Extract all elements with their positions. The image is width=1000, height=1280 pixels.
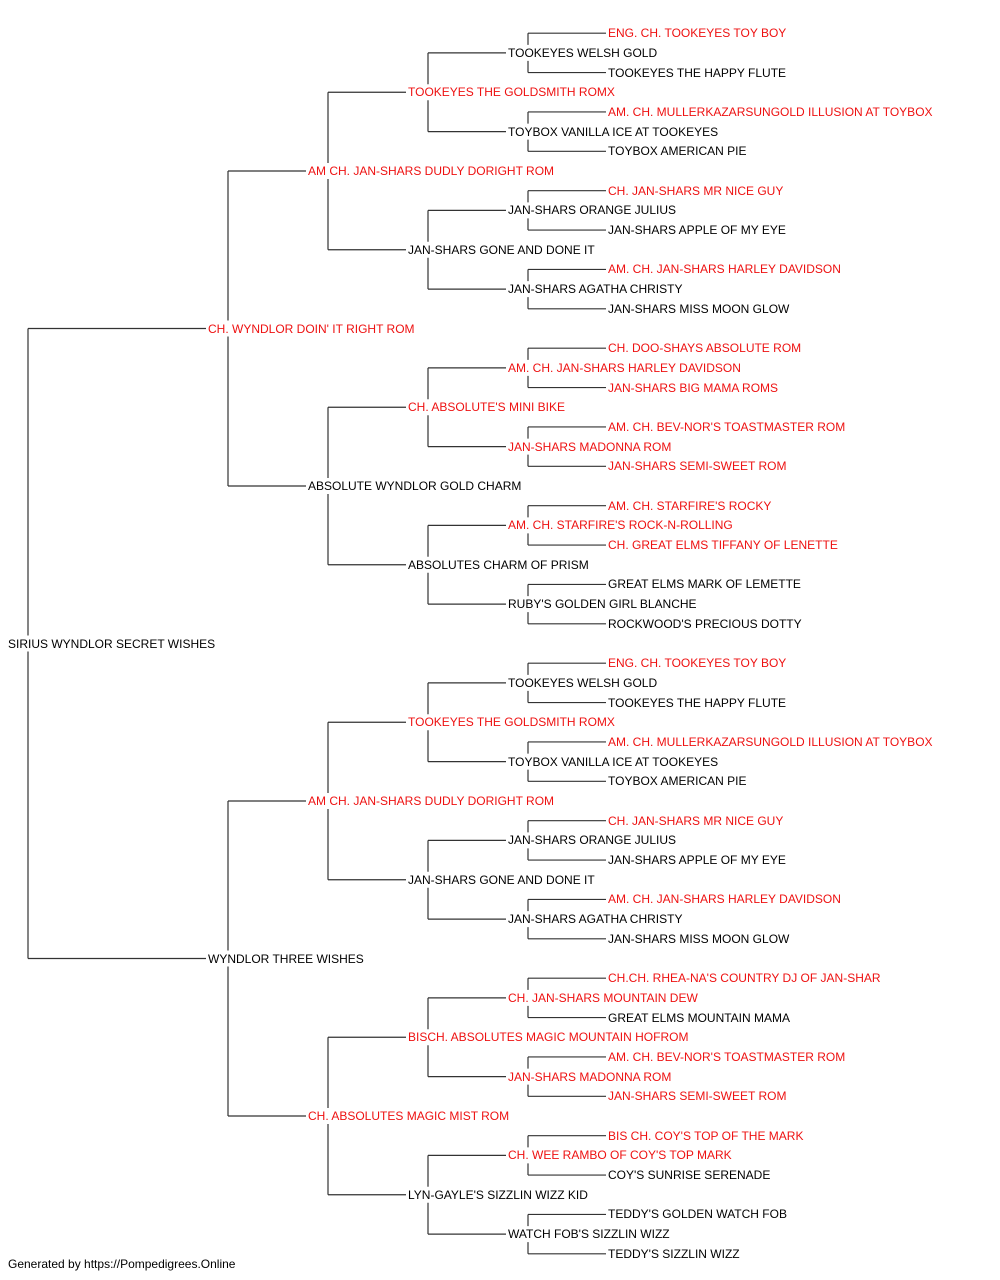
ancestor-gen6-16[interactable]: ROCKWOOD'S PRECIOUS DOTTY <box>608 616 802 631</box>
ancestor-gen5-4[interactable]: JAN-SHARS AGATHA CHRISTY <box>508 282 683 297</box>
ancestor-gen4-3[interactable]: CH. ABSOLUTE'S MINI BIKE <box>408 400 565 415</box>
ancestor-gen6-19[interactable]: AM. CH. MULLERKAZARSUNGOLD ILLUSION AT T… <box>608 734 933 749</box>
ancestor-gen3-1[interactable]: AM CH. JAN-SHARS DUDLY DORIGHT ROM <box>308 164 555 178</box>
ancestor-gen6-28[interactable]: JAN-SHARS SEMI-SWEET ROM <box>608 1089 787 1104</box>
ancestor-gen5-1[interactable]: TOOKEYES WELSH GOLD <box>508 45 658 60</box>
ancestor-gen4-5[interactable]: TOOKEYES THE GOLDSMITH ROMX <box>408 715 615 730</box>
ancestor-gen6-23[interactable]: AM. CH. JAN-SHARS HARLEY DAVIDSON <box>608 892 841 907</box>
ancestor-gen4-7[interactable]: BISCH. ABSOLUTES MAGIC MOUNTAIN HOFROM <box>408 1030 689 1045</box>
ancestor-gen6-2[interactable]: TOOKEYES THE HAPPY FLUTE <box>608 65 787 80</box>
ancestor-gen6-3[interactable]: AM. CH. MULLERKAZARSUNGOLD ILLUSION AT T… <box>608 104 933 119</box>
ancestor-gen5-6[interactable]: JAN-SHARS MADONNA ROM <box>508 439 672 454</box>
ancestor-gen3-4[interactable]: CH. ABSOLUTES MAGIC MIST ROM <box>308 1109 510 1123</box>
ancestor-gen6-9[interactable]: CH. DOO-SHAYS ABSOLUTE ROM <box>608 341 802 356</box>
ancestor-gen4-4[interactable]: ABSOLUTES CHARM OF PRISM <box>408 557 589 572</box>
ancestor-gen6-14[interactable]: CH. GREAT ELMS TIFFANY OF LENETTE <box>608 538 838 553</box>
ancestor-gen6-17[interactable]: ENG. CH. TOOKEYES TOY BOY <box>608 656 787 671</box>
ancestor-gen6-22[interactable]: JAN-SHARS APPLE OF MY EYE <box>608 853 786 868</box>
ancestor-gen6-31[interactable]: TEDDY'S GOLDEN WATCH FOB <box>608 1207 787 1222</box>
ancestor-gen4-8[interactable]: LYN-GAYLE'S SIZZLIN WIZZ KID <box>408 1187 588 1202</box>
ancestor-gen5-11[interactable]: JAN-SHARS ORANGE JULIUS <box>508 833 677 848</box>
ancestor-gen6-12[interactable]: JAN-SHARS SEMI-SWEET ROM <box>608 459 787 474</box>
ancestor-gen6-21[interactable]: CH. JAN-SHARS MR NICE GUY <box>608 813 784 828</box>
ancestor-gen5-14[interactable]: JAN-SHARS MADONNA ROM <box>508 1069 672 1084</box>
ancestor-gen6-5[interactable]: CH. JAN-SHARS MR NICE GUY <box>608 183 784 198</box>
ancestor-gen6-10[interactable]: JAN-SHARS BIG MAMA ROMS <box>608 380 779 395</box>
ancestor-gen5-16[interactable]: WATCH FOB'S SIZZLIN WIZZ <box>508 1227 670 1242</box>
ancestor-gen6-27[interactable]: AM. CH. BEV-NOR'S TOASTMASTER ROM <box>608 1049 846 1064</box>
footer-credit: Generated by https://Pompedigrees.Online <box>8 1257 236 1271</box>
ancestor-gen5-8[interactable]: RUBY'S GOLDEN GIRL BLANCHE <box>508 597 697 612</box>
ancestor-gen6-15[interactable]: GREAT ELMS MARK OF LEMETTE <box>608 577 801 592</box>
ancestor-gen5-9[interactable]: TOOKEYES WELSH GOLD <box>508 675 658 690</box>
ancestor-gen4-2[interactable]: JAN-SHARS GONE AND DONE IT <box>408 242 595 257</box>
ancestor-gen5-3[interactable]: JAN-SHARS ORANGE JULIUS <box>508 203 677 218</box>
ancestor-gen6-4[interactable]: TOYBOX AMERICAN PIE <box>608 144 747 159</box>
ancestor-gen6-32[interactable]: TEDDY'S SIZZLIN WIZZ <box>608 1246 740 1261</box>
ancestor-gen5-2[interactable]: TOYBOX VANILLA ICE AT TOOKEYES <box>508 124 719 139</box>
ancestor-gen6-6[interactable]: JAN-SHARS APPLE OF MY EYE <box>608 223 786 238</box>
ancestor-gen6-25[interactable]: CH.CH. RHEA-NA'S COUNTRY DJ OF JAN-SHAR <box>608 971 881 986</box>
ancestor-gen6-11[interactable]: AM. CH. BEV-NOR'S TOASTMASTER ROM <box>608 419 846 434</box>
ancestor-gen5-15[interactable]: CH. WEE RAMBO OF COY'S TOP MARK <box>508 1148 732 1163</box>
ancestor-gen6-26[interactable]: GREAT ELMS MOUNTAIN MAMA <box>608 1010 791 1025</box>
ancestor-gen6-30[interactable]: COY'S SUNRISE SERENADE <box>608 1168 771 1183</box>
ancestor-gen6-24[interactable]: JAN-SHARS MISS MOON GLOW <box>608 931 790 946</box>
sire-name[interactable]: CH. WYNDLOR DOIN' IT RIGHT ROM <box>208 321 415 336</box>
ancestor-gen5-10[interactable]: TOYBOX VANILLA ICE AT TOOKEYES <box>508 754 719 769</box>
ancestor-gen5-12[interactable]: JAN-SHARS AGATHA CHRISTY <box>508 912 683 927</box>
ancestor-gen6-7[interactable]: AM. CH. JAN-SHARS HARLEY DAVIDSON <box>608 262 841 277</box>
ancestor-gen3-3[interactable]: AM CH. JAN-SHARS DUDLY DORIGHT ROM <box>308 794 555 808</box>
subject-name[interactable]: SIRIUS WYNDLOR SECRET WISHES <box>8 636 216 651</box>
ancestor-gen6-8[interactable]: JAN-SHARS MISS MOON GLOW <box>608 301 790 316</box>
ancestor-gen4-1[interactable]: TOOKEYES THE GOLDSMITH ROMX <box>408 85 615 100</box>
ancestor-gen6-20[interactable]: TOYBOX AMERICAN PIE <box>608 774 747 789</box>
dam-name[interactable]: WYNDLOR THREE WISHES <box>208 951 364 966</box>
ancestor-gen5-13[interactable]: CH. JAN-SHARS MOUNTAIN DEW <box>508 990 698 1005</box>
ancestor-gen4-6[interactable]: JAN-SHARS GONE AND DONE IT <box>408 872 595 887</box>
ancestor-gen3-2[interactable]: ABSOLUTE WYNDLOR GOLD CHARM <box>308 479 522 493</box>
ancestor-gen5-5[interactable]: AM. CH. JAN-SHARS HARLEY DAVIDSON <box>508 360 741 375</box>
ancestor-gen6-13[interactable]: AM. CH. STARFIRE'S ROCKY <box>608 498 772 513</box>
ancestor-gen6-29[interactable]: BIS CH. COY'S TOP OF THE MARK <box>608 1128 804 1143</box>
ancestor-gen6-18[interactable]: TOOKEYES THE HAPPY FLUTE <box>608 695 787 710</box>
ancestor-gen6-1[interactable]: ENG. CH. TOOKEYES TOY BOY <box>608 26 787 41</box>
ancestor-gen5-7[interactable]: AM. CH. STARFIRE'S ROCK-N-ROLLING <box>508 518 733 533</box>
